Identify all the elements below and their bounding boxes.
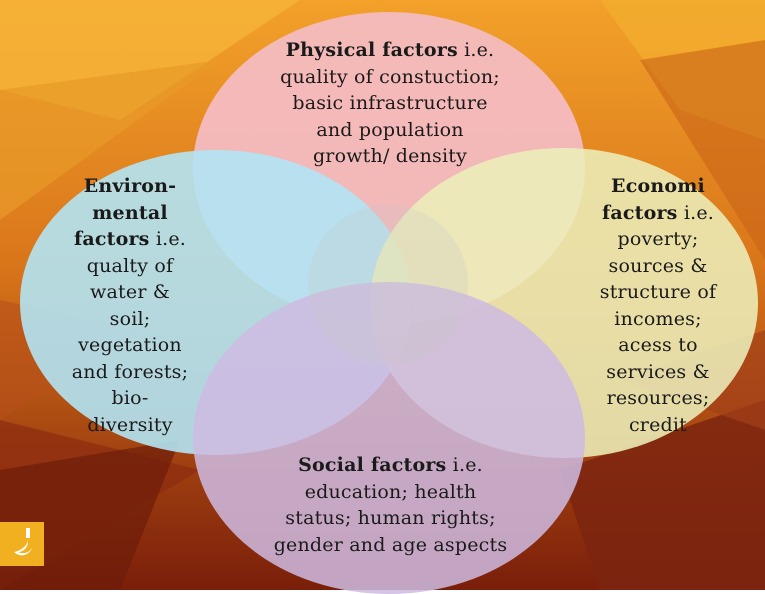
environmental-line: water & bbox=[90, 281, 170, 303]
environmental-title: factors bbox=[73, 228, 150, 250]
environmental-line: vegetation bbox=[78, 334, 182, 356]
environmental-ie: i.e. bbox=[149, 228, 187, 250]
economic-title: Economi bbox=[611, 175, 705, 197]
economic-line: credit bbox=[628, 413, 688, 436]
economic-factors-label: Economi factors i.e. poverty; sources & … bbox=[572, 173, 744, 438]
economic-ie: i.e. bbox=[677, 201, 715, 224]
economic-line: services & bbox=[606, 360, 710, 383]
environmental-line: and forests; bbox=[71, 360, 189, 383]
environmental-title: Environ- bbox=[83, 175, 177, 197]
physical-line: growth/ density bbox=[312, 145, 468, 167]
environmental-factors-label: Environ- mental factors i.e. qualty of w… bbox=[40, 173, 220, 438]
social-line: education; health bbox=[304, 480, 477, 503]
economic-line: incomes; bbox=[614, 307, 702, 330]
physical-title: Physical factors bbox=[285, 39, 458, 61]
center-overlap bbox=[308, 205, 468, 365]
social-line: gender and age aspects bbox=[273, 533, 508, 556]
economic-title: factors bbox=[601, 201, 678, 224]
environmental-line: qualty of bbox=[86, 254, 174, 277]
economic-line: poverty; bbox=[617, 228, 699, 250]
social-factors-circle bbox=[193, 282, 585, 594]
physical-line: quality of constuction; bbox=[280, 65, 500, 88]
environmental-line: diversity bbox=[87, 413, 173, 436]
physical-ie: i.e. bbox=[457, 39, 495, 61]
environmental-line: bio- bbox=[111, 387, 149, 409]
physical-line: basic infrastructure bbox=[292, 92, 488, 114]
social-title: Social factors bbox=[298, 454, 447, 476]
economic-line: sources & bbox=[608, 254, 708, 277]
social-ie: i.e. bbox=[446, 454, 483, 476]
economic-line: resources; bbox=[606, 387, 710, 409]
crescent-logo-icon bbox=[0, 522, 44, 566]
economic-line: structure of bbox=[599, 281, 717, 303]
physical-line: and population bbox=[316, 118, 464, 141]
environmental-title: mental bbox=[92, 201, 168, 224]
social-factors-label: Social factors i.e. education; health st… bbox=[228, 452, 553, 558]
economic-line: acess to bbox=[618, 334, 698, 356]
environmental-line: soil; bbox=[109, 307, 151, 330]
physical-factors-label: Physical factors i.e. quality of constuc… bbox=[220, 37, 560, 170]
social-line: status; human rights; bbox=[285, 507, 496, 529]
